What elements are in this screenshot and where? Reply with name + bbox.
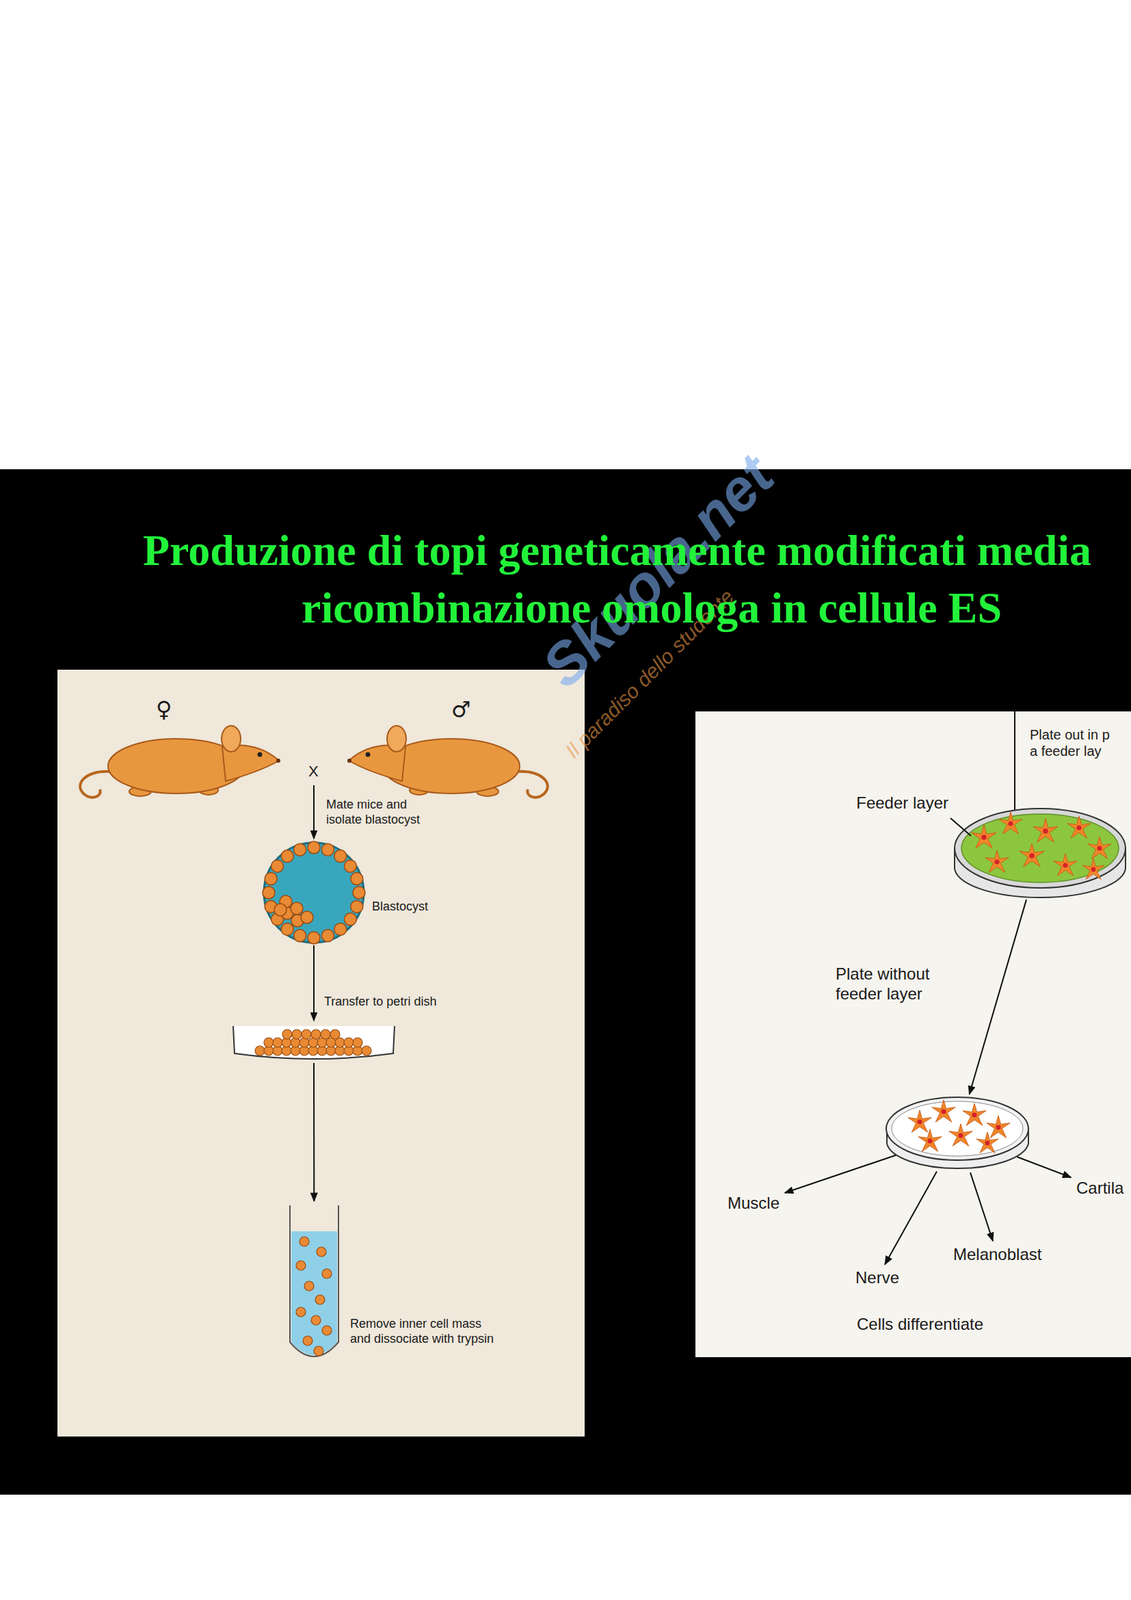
cell-type-node: Muscle	[724, 1191, 783, 1215]
arrow-connector	[313, 1062, 315, 1201]
test-tube-figure	[289, 1204, 339, 1356]
node-text: Remove inner cell mass and dissociate wi…	[350, 1316, 498, 1346]
node-text: Transfer to petri dish	[324, 994, 437, 1010]
feeder-dish-figure	[954, 808, 1126, 898]
cell-type-node: Cartila	[1073, 1176, 1127, 1200]
node-text: Cartila	[1076, 1178, 1124, 1199]
feeder-dish-node: Feeder layer	[953, 806, 1127, 899]
petri-dish-node: Transfer to petri dish	[231, 1022, 396, 1062]
arrow-connector	[884, 1171, 937, 1265]
caption-label: Cells differentiate	[856, 1314, 984, 1335]
node-text: Nerve	[855, 1267, 900, 1288]
node-text: Blastocyst	[371, 899, 429, 915]
node-text: Plate without feeder layer	[835, 964, 949, 1004]
female-symbol: ♀	[155, 696, 172, 723]
mouse-figure	[347, 725, 548, 798]
arrow-connector	[969, 899, 1027, 1095]
arrow-connector	[1017, 1156, 1072, 1177]
cell-type-node: Melanoblast	[950, 1243, 1045, 1266]
blastocyst-node: Blastocyst	[262, 841, 366, 944]
step-label: Plate out in p a feeder lay	[1029, 726, 1121, 760]
flow-arrow	[1014, 711, 1016, 818]
cell-type-node: Nerve	[852, 1266, 902, 1289]
male-symbol: ♂	[451, 696, 472, 723]
culture-dish-node: Plate without feeder layer	[885, 1096, 1030, 1172]
node-text: Melanoblast	[953, 1244, 1042, 1265]
arrow-connector	[313, 945, 315, 1021]
slide-title: Produzione di topi geneticamente modific…	[301, 521, 1125, 637]
petri-dish-figure	[233, 1025, 395, 1059]
flow-arrow	[313, 784, 315, 839]
blastocyst-figure	[262, 841, 366, 944]
leader-line	[950, 817, 971, 836]
step-label: Mate mice and isolate blastocyst	[326, 797, 439, 827]
cross-symbol: X	[308, 762, 319, 781]
left-panel	[57, 669, 585, 1436]
node-text: Feeder layer	[856, 793, 949, 814]
node-text: Muscle	[727, 1193, 780, 1214]
culture-dish-figure	[886, 1096, 1029, 1168]
arrow-connector	[784, 1154, 896, 1193]
right-panel	[695, 711, 1131, 1357]
mouse-figure	[80, 725, 281, 798]
test-tube-node: Remove inner cell mass and dissociate wi…	[288, 1203, 340, 1368]
arrow-connector	[970, 1172, 993, 1241]
